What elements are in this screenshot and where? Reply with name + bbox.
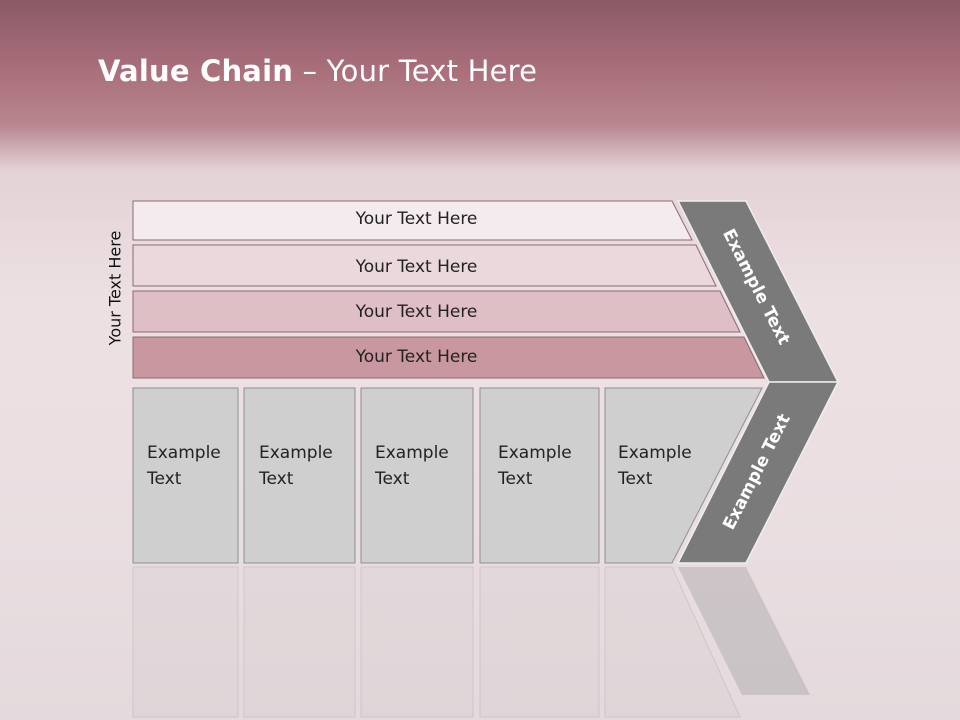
row-bar-1[interactable] — [132, 200, 693, 241]
row-label-2: Your Text Here — [355, 257, 478, 277]
reflection-shapes — [132, 566, 810, 718]
reflection-chevron — [678, 567, 810, 695]
column-label-1-line2: Text — [147, 469, 182, 489]
diagram-reflection — [0, 565, 960, 720]
column-cell-1[interactable] — [132, 387, 239, 564]
reflection-cell-2 — [243, 566, 356, 718]
column-label-4-line1: Example — [498, 443, 572, 463]
column-cell-4[interactable] — [479, 387, 600, 564]
chevron-lower[interactable] — [676, 381, 840, 564]
row-bar-4[interactable] — [132, 336, 765, 379]
row-label-4: Your Text Here — [355, 347, 478, 367]
row-label-1: Your Text Here — [355, 209, 478, 229]
column-cell-3[interactable] — [360, 387, 474, 564]
column-label-1-line1: Example — [147, 443, 221, 463]
column-label-2-line1: Example — [259, 443, 333, 463]
row-bar-3[interactable] — [132, 290, 741, 333]
column-label-5-line1: Example — [618, 443, 692, 463]
column-label-3-line2: Text — [375, 469, 410, 489]
reflection-cell-1 — [132, 566, 239, 718]
slide-title[interactable]: Value Chain – Your Text Here — [98, 54, 537, 88]
column-cell-5[interactable] — [604, 387, 763, 564]
column-cell-2[interactable] — [243, 387, 356, 564]
reflection-cell-4 — [479, 566, 600, 718]
column-label-2-line2: Text — [259, 469, 294, 489]
reflection-cell-3 — [360, 566, 474, 718]
title-rest: – Your Text Here — [293, 54, 538, 88]
column-label-4-line2: Text — [498, 469, 533, 489]
reflection-cell-5 — [604, 566, 741, 718]
row-bar-2[interactable] — [132, 244, 717, 287]
column-label-3-line1: Example — [375, 443, 449, 463]
title-bold: Value Chain — [98, 54, 294, 88]
column-label-5-line2: Text — [618, 469, 653, 489]
row-label-3: Your Text Here — [355, 302, 478, 322]
